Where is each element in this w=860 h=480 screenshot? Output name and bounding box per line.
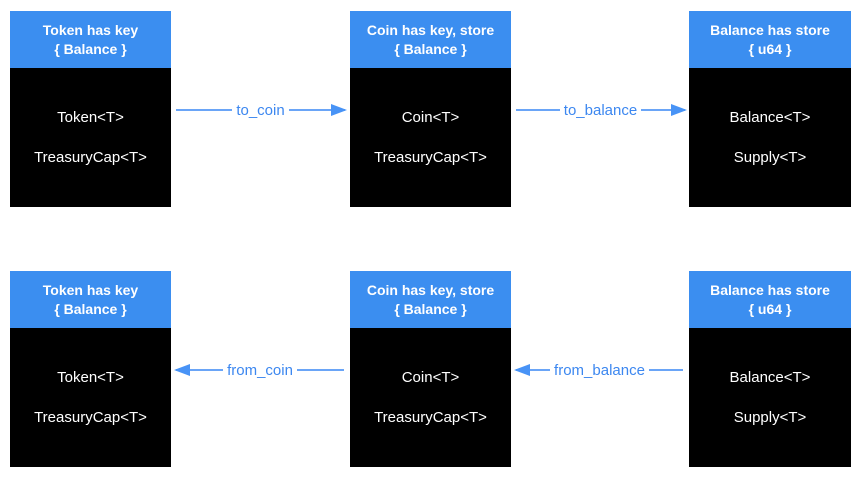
box-field: Balance<T>	[729, 109, 811, 126]
box-field: TreasuryCap<T>	[374, 149, 487, 166]
box-header: Token has key { Balance }	[10, 271, 171, 328]
arrow-to-balance: to_balance	[514, 101, 687, 119]
box-header: Coin has key, store { Balance }	[350, 11, 511, 68]
arrowhead-left-icon	[174, 364, 190, 376]
box-header: Coin has key, store { Balance }	[350, 271, 511, 328]
struct-box-token-bottom: Token has key { Balance } Token<T> Treas…	[10, 271, 171, 467]
box-field: Coin<T>	[401, 369, 460, 386]
box-body: Token<T> TreasuryCap<T>	[10, 68, 171, 207]
box-title-line1: Coin has key, store	[366, 21, 495, 38]
box-title-line2: { u64 }	[748, 40, 792, 57]
box-body: Balance<T> Supply<T>	[689, 328, 851, 467]
box-header: Token has key { Balance }	[10, 11, 171, 68]
box-field: TreasuryCap<T>	[374, 409, 487, 426]
box-title-line2: { Balance }	[54, 300, 127, 317]
arrowhead-right-icon	[671, 104, 687, 116]
struct-box-balance-bottom: Balance has store { u64 } Balance<T> Sup…	[689, 271, 851, 467]
box-title-line2: { Balance }	[394, 40, 467, 57]
box-title-line1: Balance has store	[710, 21, 830, 38]
box-title-line2: { Balance }	[394, 300, 467, 317]
box-field: Supply<T>	[733, 409, 807, 426]
box-title-line2: { Balance }	[54, 40, 127, 57]
box-field: Token<T>	[57, 109, 124, 126]
struct-box-coin-top: Coin has key, store { Balance } Coin<T> …	[350, 11, 511, 207]
box-field: Balance<T>	[729, 369, 811, 386]
struct-box-balance-top: Balance has store { u64 } Balance<T> Sup…	[689, 11, 851, 207]
arrow-to-coin: to_coin	[174, 101, 347, 119]
box-title-line1: Token has key	[42, 21, 139, 38]
box-title-line1: Coin has key, store	[366, 281, 495, 298]
box-body: Coin<T> TreasuryCap<T>	[350, 68, 511, 207]
arrow-label: from_balance	[550, 361, 649, 379]
struct-box-token-top: Token has key { Balance } Token<T> Treas…	[10, 11, 171, 207]
box-header: Balance has store { u64 }	[689, 271, 851, 328]
arrow-label: to_balance	[559, 101, 642, 119]
struct-box-coin-bottom: Coin has key, store { Balance } Coin<T> …	[350, 271, 511, 467]
arrowhead-right-icon	[331, 104, 347, 116]
arrow-label: to_coin	[232, 101, 289, 119]
box-body: Token<T> TreasuryCap<T>	[10, 328, 171, 467]
arrow-from-coin: from_coin	[174, 361, 346, 379]
box-field: TreasuryCap<T>	[34, 409, 147, 426]
box-body: Coin<T> TreasuryCap<T>	[350, 328, 511, 467]
box-title-line1: Token has key	[42, 281, 139, 298]
box-title-line1: Balance has store	[710, 281, 830, 298]
arrow-from-balance: from_balance	[514, 361, 685, 379]
box-field: Coin<T>	[401, 109, 460, 126]
arrowhead-left-icon	[514, 364, 530, 376]
box-field: Token<T>	[57, 369, 124, 386]
arrow-label: from_coin	[223, 361, 297, 379]
box-field: TreasuryCap<T>	[34, 149, 147, 166]
box-body: Balance<T> Supply<T>	[689, 68, 851, 207]
box-header: Balance has store { u64 }	[689, 11, 851, 68]
box-field: Supply<T>	[733, 149, 807, 166]
box-title-line2: { u64 }	[748, 300, 792, 317]
